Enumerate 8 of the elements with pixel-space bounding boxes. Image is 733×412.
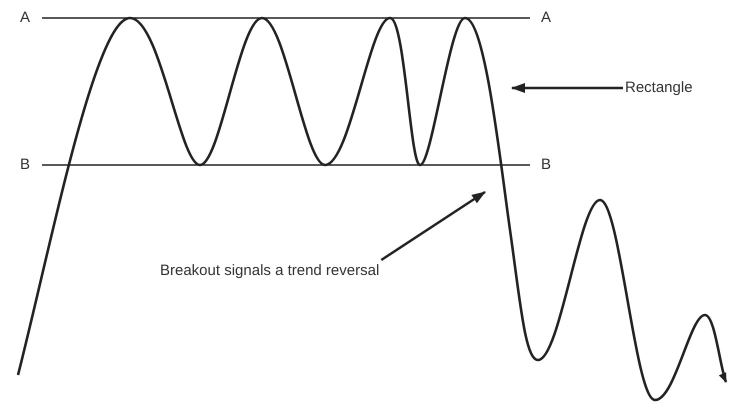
callout-text: Rectangle — [625, 79, 693, 97]
callout-text: Breakout signals a trend reversal — [160, 262, 380, 280]
level-label: A — [20, 9, 30, 27]
level-label: B — [541, 156, 552, 174]
level-label: B — [20, 156, 30, 174]
leader-arrow — [511, 83, 623, 93]
level-label: A — [541, 9, 552, 27]
leader-arrow — [380, 190, 486, 262]
